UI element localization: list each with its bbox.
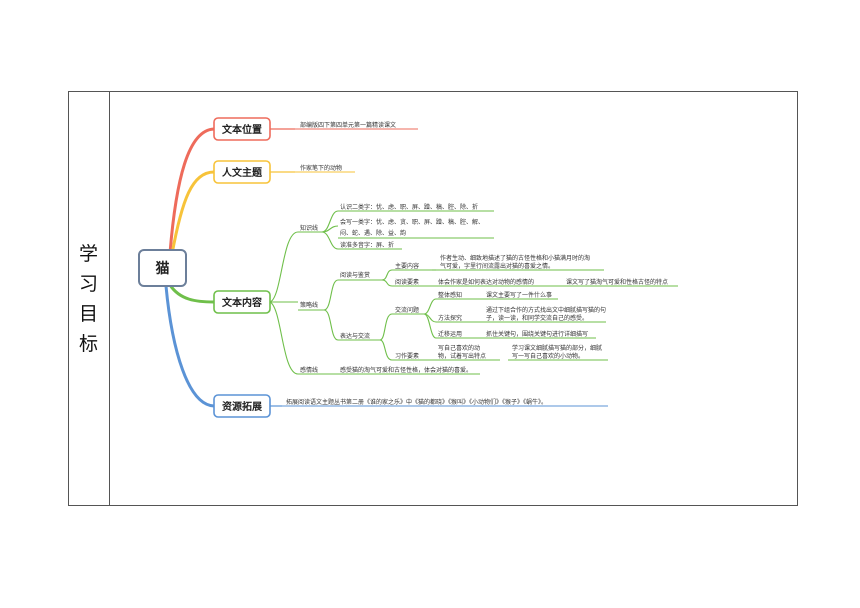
- side-label-char-2: 习: [78, 272, 98, 295]
- connector-knowledge-3: [321, 231, 339, 250]
- node-resources: [213, 394, 271, 418]
- emotion-label: 感情线: [300, 366, 318, 374]
- connector-essentials: [381, 279, 393, 287]
- transfer-text: 抓住关键句，围绕关键句进行详细描写: [486, 330, 588, 338]
- method-text-1: 通过下组合作的方式找出文中细腻描写猫的句: [486, 306, 606, 314]
- essentials-text: 体会作家是如何表达对动物的感情的: [438, 278, 534, 286]
- overall-text: 课文主要写了一件什么事: [486, 291, 552, 299]
- root-node: [138, 249, 187, 287]
- table-column-divider: [109, 92, 110, 505]
- side-label-char-4: 标: [78, 332, 98, 355]
- node-content-label: 文本内容: [222, 296, 262, 309]
- strategy-label: 策略线: [300, 301, 318, 309]
- node-resources-label: 资源拓展: [222, 400, 262, 413]
- knowledge-item-1: 认识二类字：忧、虑、职、屏、蹭、稿、腔、除、折: [340, 203, 478, 211]
- connector-express: [323, 309, 339, 341]
- connector-position: [168, 127, 215, 254]
- connector-transfer: [423, 313, 437, 339]
- node-theme: [213, 160, 271, 184]
- essentials-result: 课文写了猫淘气可爱和性格古怪的特点: [566, 278, 668, 286]
- reading-label: 阅读与鉴赏: [340, 271, 370, 279]
- writing-text-1: 写自己喜欢的动: [438, 344, 480, 352]
- side-label-char-1: 学: [78, 242, 98, 265]
- connector-reading: [323, 279, 339, 311]
- node-position-label: 文本位置: [222, 123, 262, 136]
- overall-label: 整体感知: [438, 291, 462, 299]
- method-label: 方法探究: [438, 314, 462, 322]
- express-label: 表达与交流: [340, 332, 370, 340]
- root-label: 猫: [156, 260, 170, 277]
- knowledge-label: 知识线: [300, 224, 318, 232]
- connector-exchange: [379, 313, 393, 341]
- main-content-label: 主要内容: [395, 262, 419, 270]
- main-content-text-1: 作者生动、细致地描述了猫的古怪性格和小猫满月时的淘: [440, 254, 590, 262]
- knowledge-item-2: 会写一类字：忧、虑、贪、职、屏、蹭、稿、腔、解、: [340, 218, 484, 226]
- connector-emotion: [269, 301, 299, 375]
- essentials-label: 阅读要素: [395, 278, 419, 286]
- writing-label: 习作要素: [395, 352, 419, 360]
- resources-note: 拓展阅读语文主题丛书第二册《谁的家之乐》中《猫的都晓》《猴叫》《小动物们》《猴子…: [286, 398, 547, 406]
- method-text-2: 子，读一读，和同学交流自己的感受。: [486, 314, 588, 322]
- emotion-text: 感受猫的淘气可爱和古怪性格，体会对猫的喜爱。: [340, 366, 472, 374]
- connector-theme: [170, 170, 215, 255]
- main-content-text-2: 气可爱，字里行间流露出对猫的喜爱之情。: [440, 262, 554, 270]
- exchange-label: 交流问题: [395, 306, 419, 314]
- knowledge-item-2b: 闷、蛇、遇、除、益、韵: [340, 229, 406, 237]
- connector-knowledge: [269, 231, 299, 303]
- position-note: 部编版四下第四单元第一篇精读课文: [300, 121, 396, 129]
- writing-result-2: 写一写自己喜欢的小动物。: [512, 352, 584, 360]
- knowledge-item-3: 读准多音字：屏、折: [340, 241, 394, 249]
- node-position: [213, 117, 271, 141]
- writing-result-1: 学习课文细腻描写猫的部分，细腻: [512, 344, 602, 352]
- connector-main-content: [381, 269, 393, 281]
- connector-writing: [379, 339, 393, 361]
- writing-text-2: 物，试着写出特点: [438, 352, 486, 360]
- connector-resources: [164, 285, 215, 408]
- objectives-table: [68, 91, 798, 506]
- learning-objectives-label: 学 习 目 标: [68, 91, 109, 506]
- connector-content: [168, 284, 215, 304]
- theme-note: 作家笔下的动物: [300, 164, 342, 172]
- node-theme-label: 人文主题: [222, 166, 263, 179]
- transfer-label: 迁移运用: [438, 330, 462, 338]
- node-content: [213, 290, 271, 314]
- side-label-char-3: 目: [78, 302, 98, 325]
- connector-overall: [423, 298, 437, 315]
